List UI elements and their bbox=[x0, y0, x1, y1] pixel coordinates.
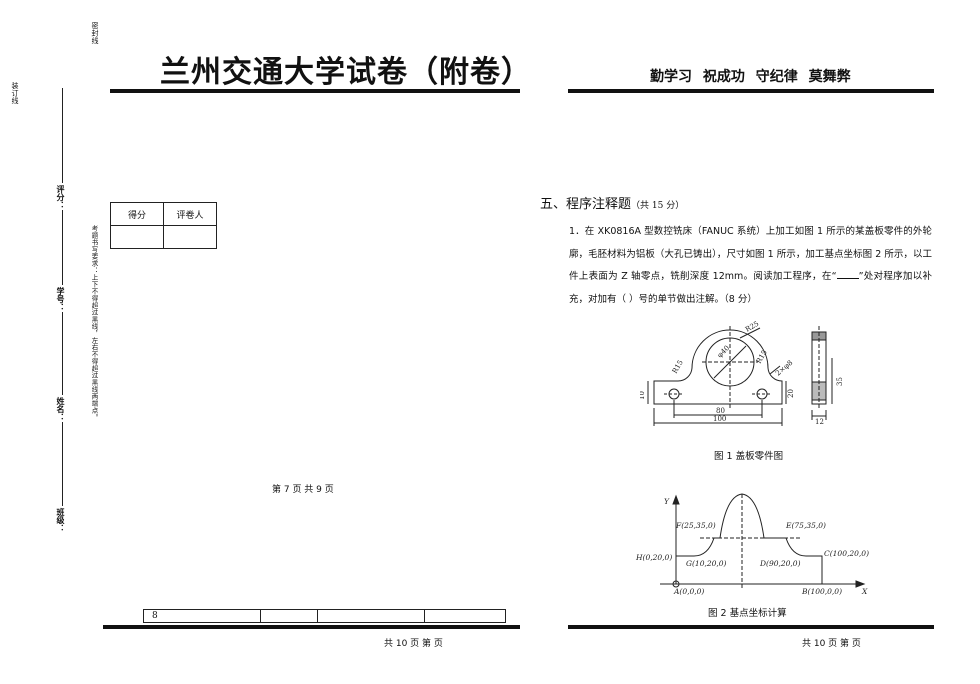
student-id-field-line bbox=[62, 210, 63, 285]
instructions-text: 考题书写要求：上下不得超过黑线，左右不得超过黑线两端点。 bbox=[90, 225, 98, 421]
section-title: 五、程序注释题 bbox=[540, 197, 632, 212]
bottom-cell-2 bbox=[260, 609, 318, 623]
student-id-field-label: 学号： bbox=[56, 287, 65, 311]
name-field-line bbox=[62, 312, 63, 395]
point-c: C(100,20,0) bbox=[824, 549, 869, 558]
footer-rule-right bbox=[568, 625, 934, 629]
score-cell[interactable] bbox=[110, 225, 164, 249]
class-field-line bbox=[62, 422, 63, 506]
dim-10: 10 bbox=[640, 391, 646, 400]
axis-y-label: Y bbox=[664, 497, 670, 506]
figure1-part-drawing: R25 φ40 R15 R15 2×φ8 10 20 80 100 35 12 bbox=[640, 320, 844, 426]
bottom-table: 8 bbox=[143, 609, 506, 623]
class-field-label: 班级： bbox=[56, 508, 65, 532]
point-f: F(25,35,0) bbox=[675, 521, 716, 530]
dim-2xphi8: 2×φ8 bbox=[774, 359, 794, 378]
question-part1: 1．在 XK0816A 型数控铣床（FANUC 系统）上加工如图 1 所示的某盖… bbox=[569, 226, 932, 282]
section-heading: 五、程序注释题（共 15 分） bbox=[540, 193, 684, 212]
figure2-coordinate-drawing: Y X F(25,35,0) E(75,35,0) H(0,20,0) C(10… bbox=[635, 493, 869, 596]
grader-header: 评卷人 bbox=[163, 202, 217, 226]
dim-80: 80 bbox=[716, 407, 725, 415]
axis-x-label: X bbox=[861, 587, 868, 596]
dim-r15-left: R15 bbox=[671, 359, 685, 375]
point-a: A(0,0,0) bbox=[673, 587, 704, 596]
fill-blank bbox=[836, 269, 859, 279]
grader-cell[interactable] bbox=[163, 225, 217, 249]
dim-20: 20 bbox=[787, 389, 795, 398]
figure1-caption: 图 1 盖板零件图 bbox=[714, 451, 784, 462]
right-footer: 共 10 页 第 页 bbox=[802, 639, 861, 649]
question-text: 1．在 XK0816A 型数控铣床（FANUC 系统）上加工如图 1 所示的某盖… bbox=[569, 221, 932, 311]
question-part2: ”处对程序加以补充，对加有（ ）号的单节做出注解。（8 分） bbox=[569, 271, 932, 305]
section-points: （共 15 分） bbox=[631, 201, 685, 211]
point-h: H(0,20,0) bbox=[635, 553, 672, 562]
point-g: G(10,20,0) bbox=[686, 559, 727, 568]
dim-phi40: φ40 bbox=[716, 344, 731, 359]
bottom-cell-4 bbox=[424, 609, 506, 623]
footer-rule-left bbox=[103, 625, 520, 629]
name-field-label: 姓名： bbox=[56, 397, 65, 421]
dim-12: 12 bbox=[815, 418, 824, 426]
dim-100: 100 bbox=[713, 415, 726, 423]
score-field-label: 评分： bbox=[56, 185, 65, 209]
exam-motto: 勤学习 祝成功 守纪律 莫舞弊 bbox=[650, 69, 851, 85]
header-rule-right bbox=[568, 89, 934, 93]
bottom-cell-number: 8 bbox=[143, 609, 261, 623]
score-box: 得分 评卷人 bbox=[110, 202, 217, 249]
binding-line-label: 装订线 bbox=[11, 82, 19, 105]
point-e: E(75,35,0) bbox=[785, 521, 826, 530]
score-header: 得分 bbox=[110, 202, 164, 226]
left-footer: 共 10 页 第 页 bbox=[384, 639, 443, 649]
figure2-caption: 图 2 基点坐标计算 bbox=[708, 608, 787, 619]
point-d: D(90,20,0) bbox=[759, 559, 801, 568]
point-b: B(100,0,0) bbox=[801, 587, 842, 596]
seal-line-label: 密封线 bbox=[91, 22, 99, 45]
dim-35: 35 bbox=[836, 377, 844, 386]
exam-title: 兰州交通大学试卷（附卷） bbox=[160, 55, 532, 90]
header-rule-left bbox=[110, 89, 520, 93]
bottom-cell-3 bbox=[317, 609, 425, 623]
score-field-line bbox=[62, 88, 63, 183]
left-page-info: 第 7 页 共 9 页 bbox=[272, 485, 334, 495]
